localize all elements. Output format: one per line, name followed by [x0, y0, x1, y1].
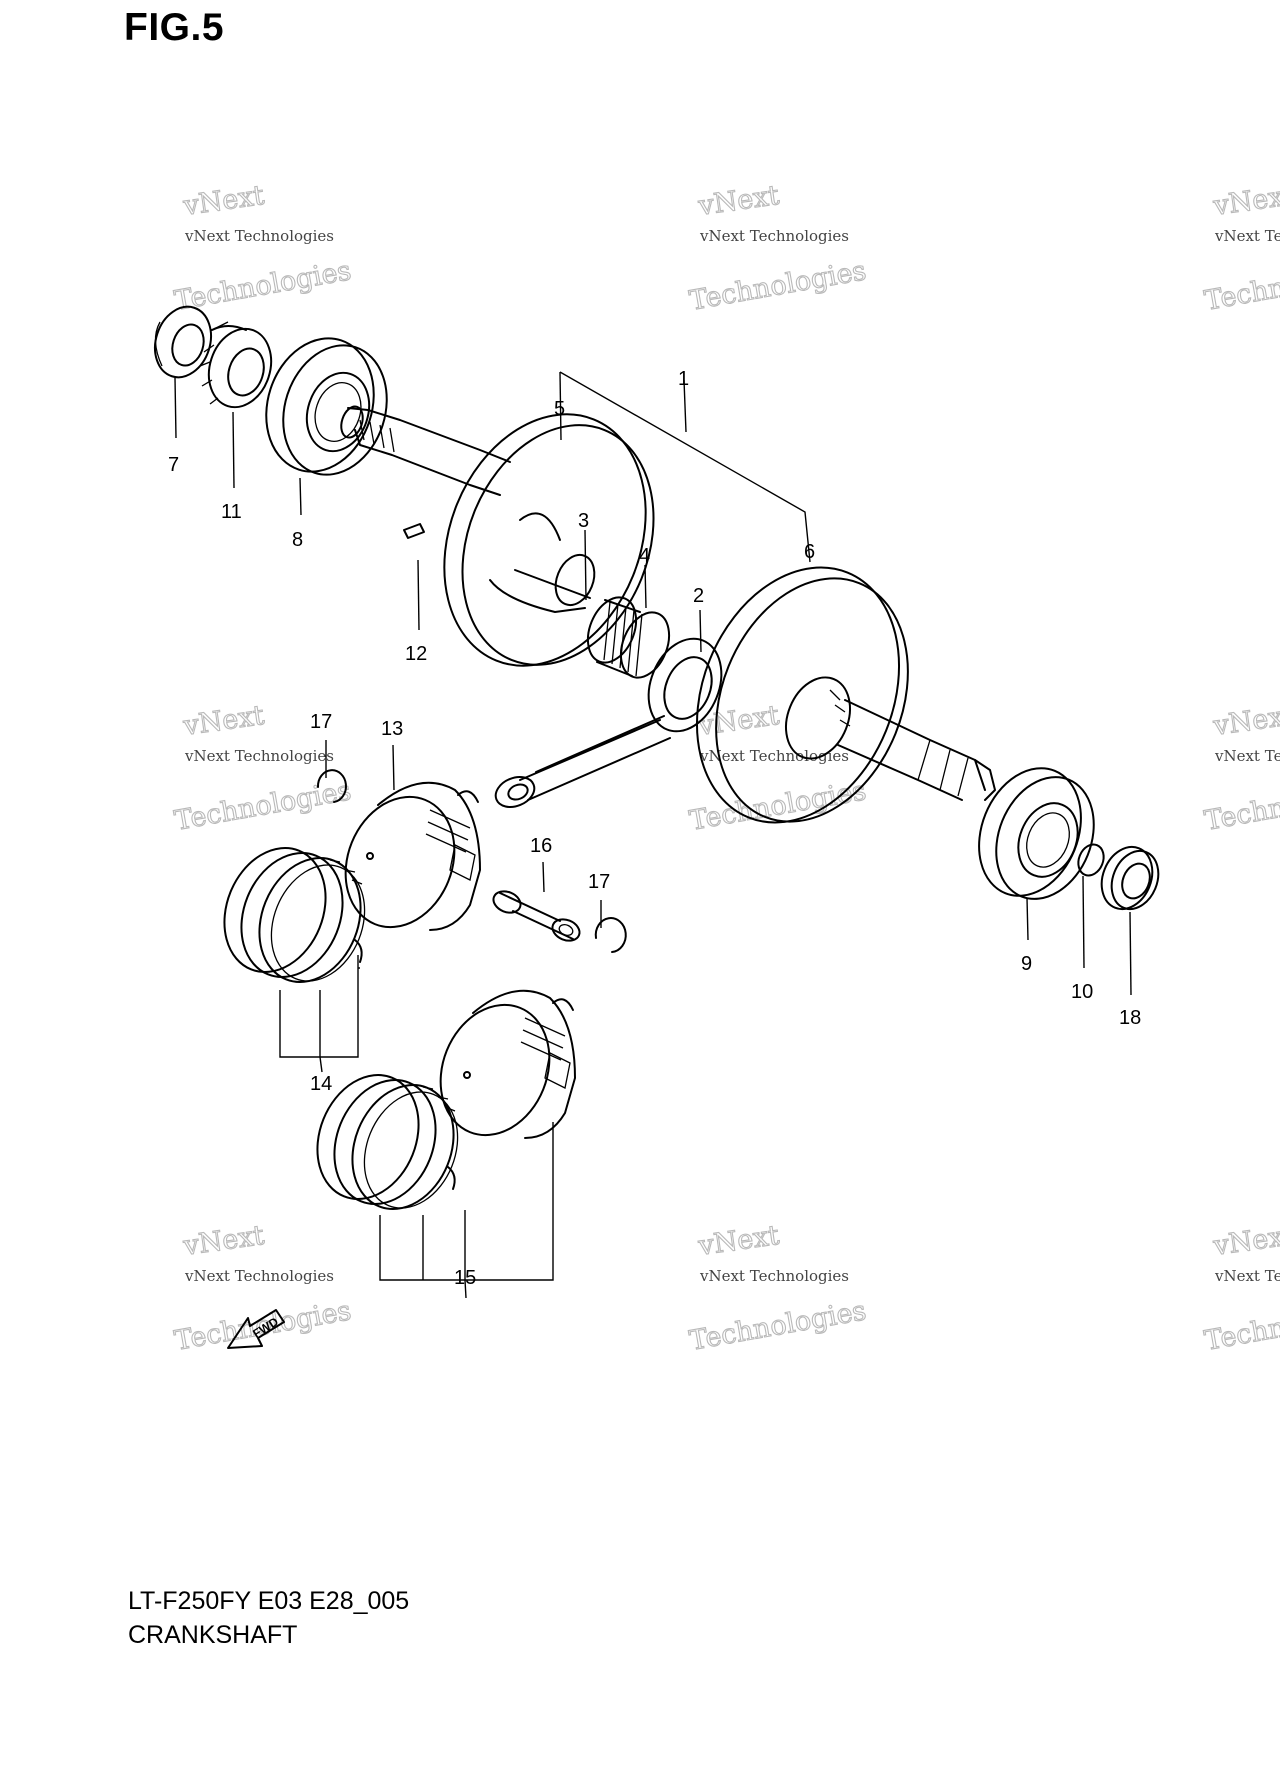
watermark-brand: vNext	[696, 180, 782, 222]
watermark-small: vNext Technologies	[184, 227, 334, 245]
callout-5: 5	[554, 398, 565, 420]
watermark: vNext vNext Technologies Technologies	[687, 179, 869, 317]
bearing-right	[978, 767, 1095, 900]
watermark-large: Technologies	[1202, 775, 1280, 837]
watermark-small: vNext Technologies	[1214, 747, 1280, 765]
callout-3: 3	[578, 510, 589, 532]
watermark-brand: vNext	[181, 1220, 267, 1262]
needle-bearing	[586, 596, 671, 679]
watermark-large: Technologies	[687, 775, 868, 837]
woodruff-key	[403, 523, 425, 539]
callout-13: 13	[381, 718, 403, 740]
watermark-brand: vNext	[1211, 180, 1280, 222]
callout-8: 8	[292, 529, 303, 551]
leader-lines	[174, 371, 1132, 1299]
callout-17-upper: 17	[310, 711, 332, 733]
callout-4: 4	[639, 545, 650, 567]
watermark-large: Technologies	[172, 775, 353, 837]
watermark-small: vNext Technologies	[184, 747, 334, 765]
watermark-large: Technologies	[172, 255, 353, 317]
watermark: vNext vNext Technologies Technologies	[172, 179, 354, 317]
watermark-brand: vNext	[1211, 700, 1280, 742]
watermark-brand: vNext	[1211, 1220, 1280, 1262]
watermark-large: Technologies	[1202, 255, 1280, 317]
callout-6: 6	[804, 541, 815, 563]
crankshaft-left-half	[340, 405, 655, 667]
callout-2: 2	[693, 585, 704, 607]
watermark-brand: vNext	[181, 700, 267, 742]
model-code: LT-F250FY E03 E28_005	[128, 1587, 410, 1615]
spacer-ring	[1077, 843, 1105, 877]
watermark: vNext vNext Technologies Technologies	[1202, 1219, 1280, 1357]
callout-16: 16	[530, 835, 552, 857]
piston-pin-circlip-lower	[594, 917, 627, 953]
watermark-small: vNext Technologies	[1214, 227, 1280, 245]
watermark-brand: vNext	[181, 180, 267, 222]
watermark-small: vNext Technologies	[699, 227, 849, 245]
piston-ring-set-standard	[223, 846, 366, 984]
callout-14: 14	[310, 1073, 332, 1095]
watermark-small: vNext Technologies	[699, 1267, 849, 1285]
callout-9: 9	[1021, 953, 1032, 975]
watermark: vNext vNext Technologies Technologies	[687, 1219, 869, 1357]
piston-standard	[344, 781, 481, 931]
watermark-large: Technologies	[1202, 1295, 1280, 1357]
callout-1: 1	[678, 368, 689, 390]
watermark-small: vNext Technologies	[699, 747, 849, 765]
callout-labels: 1 5 3 4 2 6 7 11 8 12 17 13 16 17 9 10 1…	[168, 368, 1141, 1289]
crankshaft-right-half	[695, 566, 996, 824]
callout-7: 7	[168, 454, 179, 476]
piston-ring-set-oversize	[316, 1073, 459, 1211]
connecting-rod	[494, 637, 723, 808]
callout-17-lower: 17	[588, 871, 610, 893]
crank-gear-left	[199, 321, 273, 409]
piston-oversize	[439, 989, 576, 1139]
watermark: vNext vNext Technologies Technologies	[1202, 699, 1280, 837]
section-name: CRANKSHAFT	[128, 1621, 298, 1649]
watermark-large: Technologies	[687, 1295, 868, 1357]
watermark-brand: vNext	[696, 1220, 782, 1262]
piston-pin	[492, 890, 581, 942]
watermark-large: Technologies	[687, 255, 868, 317]
callout-15: 15	[454, 1267, 476, 1289]
watermark: vNext vNext Technologies Technologies	[1202, 179, 1280, 317]
watermark-small: vNext Technologies	[1214, 1267, 1280, 1285]
piston-pin-circlip-upper	[316, 769, 347, 803]
watermark-small: vNext Technologies	[184, 1267, 334, 1285]
oil-seal-right	[1100, 845, 1160, 911]
callout-12: 12	[405, 643, 427, 665]
figure-title: FIG.5	[124, 6, 225, 49]
bearing-left	[265, 337, 388, 476]
callout-10: 10	[1071, 981, 1093, 1003]
oil-seal-left	[154, 305, 212, 379]
callout-18: 18	[1119, 1007, 1141, 1029]
watermark-brand: vNext	[696, 700, 782, 742]
callout-11: 11	[221, 501, 242, 523]
